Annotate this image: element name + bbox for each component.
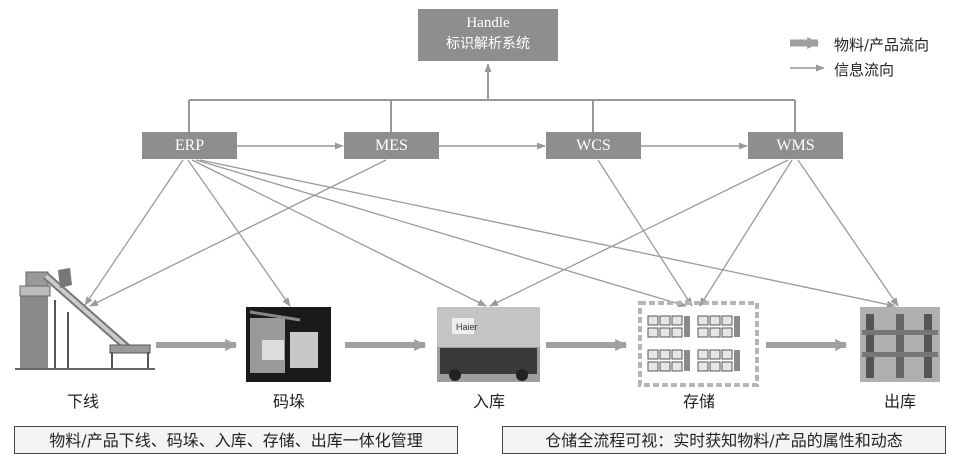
stage-label-offline: 下线 (66, 392, 99, 411)
inbound-agv-photo: Haier (437, 307, 540, 382)
stacking-photo (246, 307, 331, 382)
handle-bus (188, 63, 796, 132)
storage-racks-illustration (638, 301, 759, 387)
legend-material-label: 物料/产品流向 (834, 36, 930, 54)
caption-integrated-management: 物料/产品下线、码垛、入库、存储、出库一体化管理 (14, 426, 458, 454)
production-line-illustration (15, 268, 155, 370)
handle-resolution-system-box: Handle 标识解析系统 (418, 9, 558, 61)
brand-text: Haier (456, 322, 478, 332)
caption-visualization: 仓储全流程可视：实时获知物料/产品的属性和动态 (502, 426, 946, 454)
wcs-box: WCS (546, 132, 641, 159)
stage-label-outbound: 出库 (883, 392, 916, 411)
info-flow-arrows (84, 159, 899, 308)
stage-label-stacking: 码垛 (272, 392, 305, 411)
stage-label-storage: 存储 (682, 392, 715, 411)
erp-box: ERP (142, 132, 237, 159)
mes-box: MES (344, 132, 439, 159)
handle-subtitle: 标识解析系统 (446, 36, 530, 52)
handle-title: Handle (466, 15, 510, 31)
stage-label-inbound: 入库 (472, 392, 505, 411)
wms-box: WMS (748, 132, 843, 159)
legend-info-label: 信息流向 (834, 61, 895, 79)
outbound-photo (860, 307, 940, 382)
